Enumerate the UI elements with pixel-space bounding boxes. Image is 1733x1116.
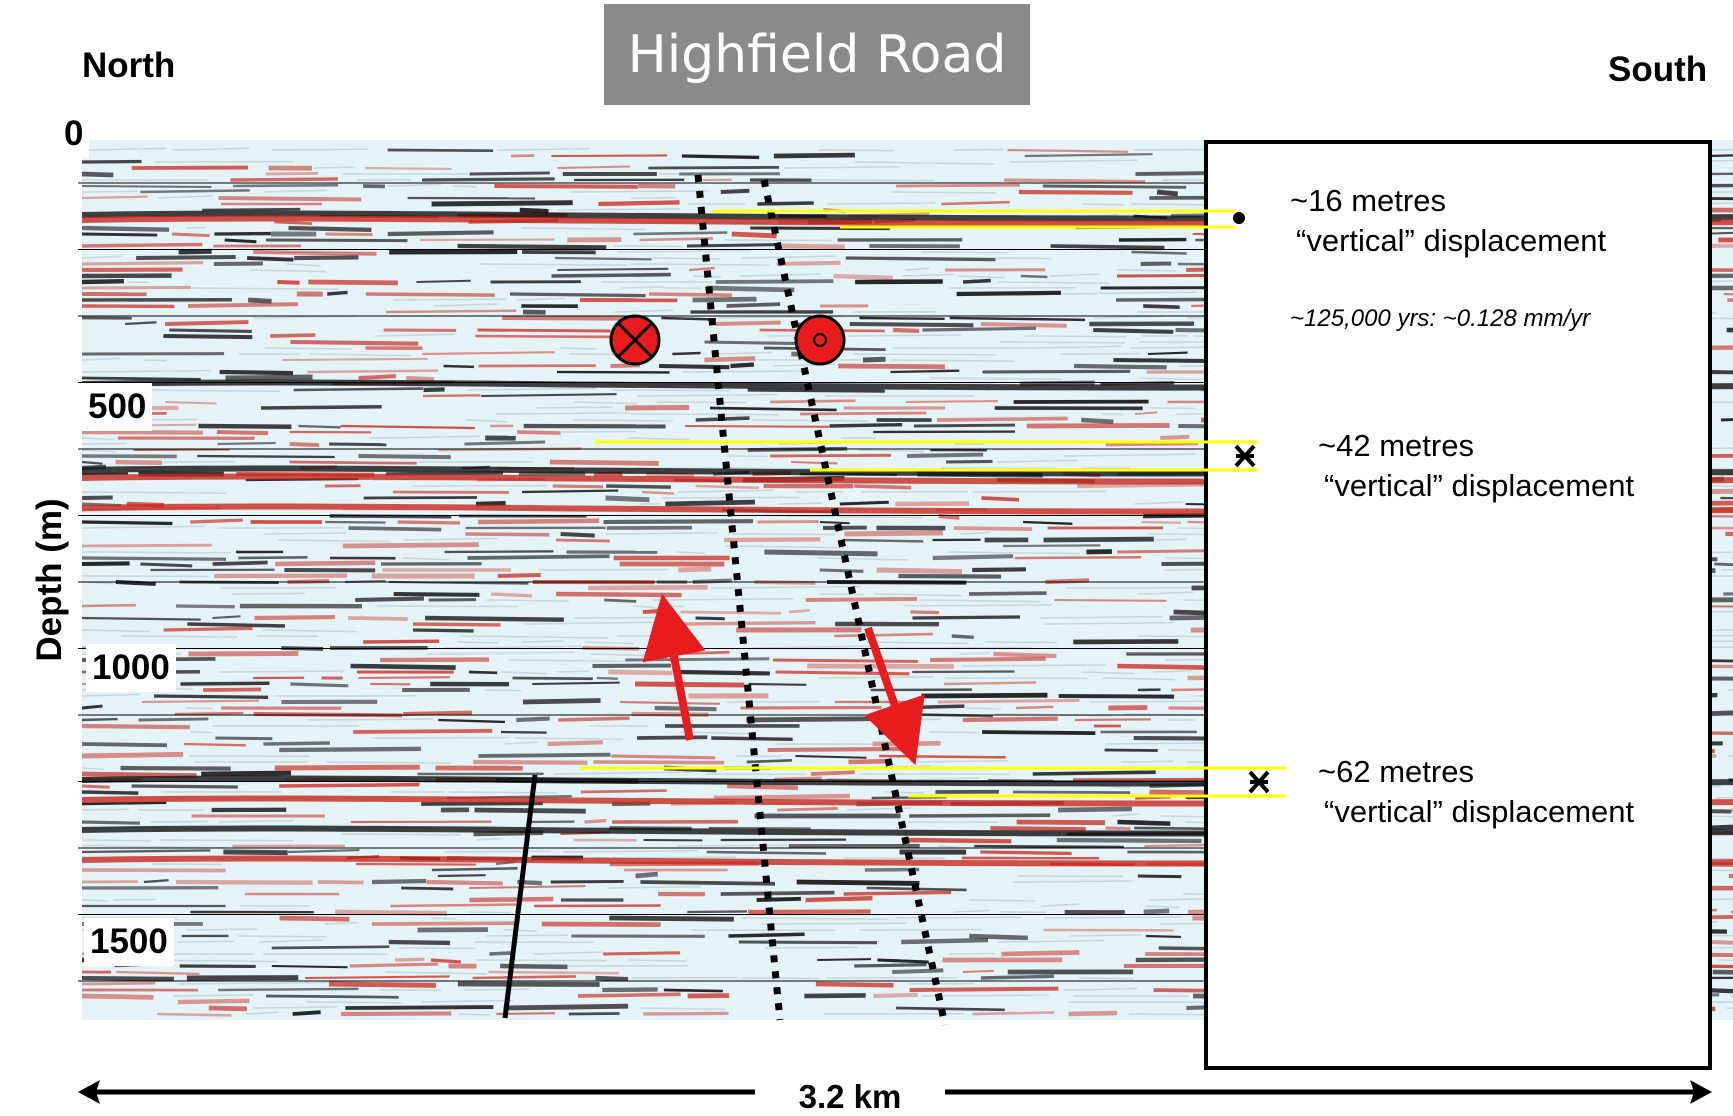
displacement-note-1: ~16 metres “vertical” displacement: [1290, 181, 1606, 261]
fault-out-of-page-icon: [796, 316, 844, 364]
displacement-desc: “vertical” displacement: [1290, 221, 1606, 261]
title-box: Highfield Road: [604, 4, 1030, 105]
direction-north-label: North: [82, 46, 175, 86]
rate-note: ~125,000 yrs: ~0.128 mm/yr: [1290, 305, 1590, 333]
depth-tick-0: 0: [58, 110, 89, 158]
depth-tick-1000: 1000: [86, 644, 176, 692]
depth-axis-title: Depth (m): [30, 460, 70, 700]
displacement-note-3: ~62 metres “vertical” displacement: [1318, 752, 1634, 832]
displacement-note-2: ~42 metres “vertical” displacement: [1318, 426, 1634, 506]
displacement-amount: ~62 metres: [1318, 752, 1634, 792]
page-title: Highfield Road: [628, 25, 1007, 85]
displacement-amount: ~16 metres: [1290, 181, 1606, 221]
depth-tick-1500: 1500: [84, 918, 174, 966]
depth-tick-500: 500: [82, 383, 152, 431]
displacement-desc: “vertical” displacement: [1318, 466, 1634, 506]
point-marker-icon: [1233, 212, 1245, 224]
annotation-panel: [1206, 142, 1710, 1068]
direction-south-label: South: [1608, 50, 1707, 90]
fault-into-page-icon: [611, 316, 659, 364]
displacement-amount: ~42 metres: [1318, 426, 1634, 466]
displacement-desc: “vertical” displacement: [1318, 792, 1634, 832]
scale-bar-label: 3.2 km: [770, 1078, 930, 1116]
